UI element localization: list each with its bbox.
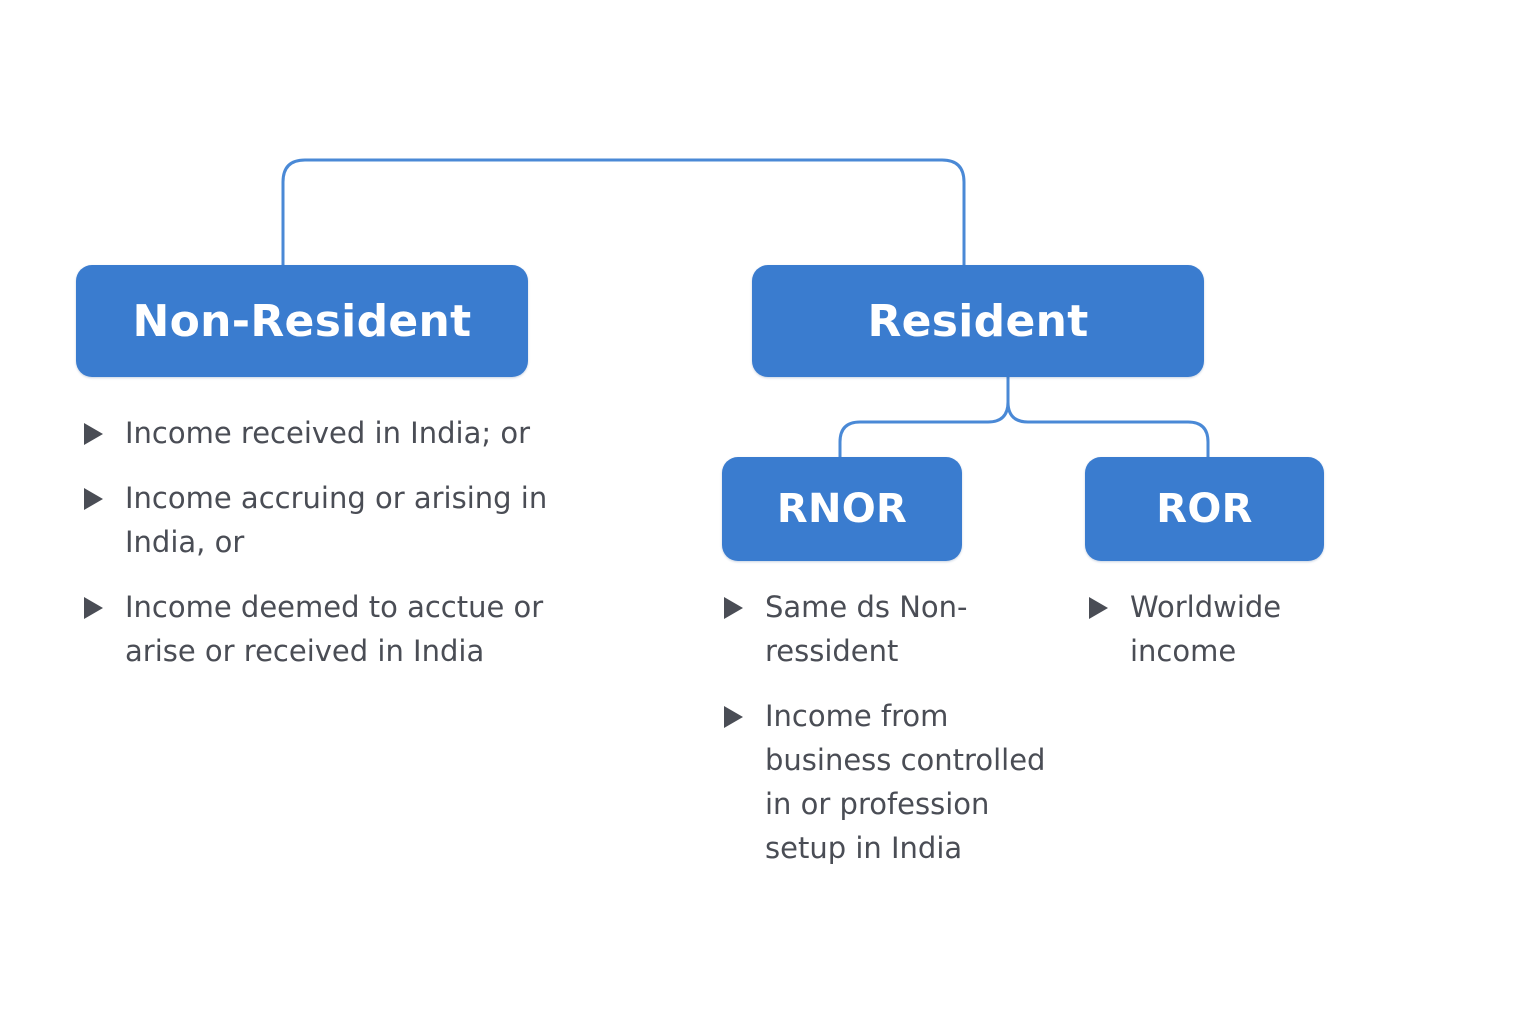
list-item-text: Income received in India; or (125, 416, 531, 450)
connector-resident-to-subnodes (838, 377, 1210, 458)
list-item-text: Worldwide income (1130, 590, 1282, 668)
triangle-bullet-icon (84, 597, 103, 619)
resident-label: Resident (867, 295, 1089, 347)
non-resident-node: Non-Resident (76, 265, 528, 377)
list-item: Income received in India; or (84, 411, 554, 455)
list-item: Income deemed to acctue or arise or rece… (84, 585, 554, 673)
connector-root-to-top-nodes (281, 158, 966, 266)
ror-label: ROR (1156, 486, 1253, 532)
rnor-income-list: Same ds Non-ressident Income from busine… (724, 585, 1064, 891)
triangle-bullet-icon (724, 597, 743, 619)
triangle-bullet-icon (84, 423, 103, 445)
list-item: Income accruing or arising in India, or (84, 476, 554, 564)
list-item: Income from business controlled in or pr… (724, 694, 1064, 870)
list-item-text: Income deemed to acctue or arise or rece… (125, 590, 544, 668)
non-resident-income-list: Income received in India; or Income accr… (84, 411, 554, 694)
ror-income-list: Worldwide income (1089, 585, 1329, 694)
list-item-text: Income accruing or arising in India, or (125, 481, 548, 559)
rnor-label: RNOR (776, 486, 908, 532)
triangle-bullet-icon (84, 488, 103, 510)
list-item: Worldwide income (1089, 585, 1329, 673)
non-resident-label: Non-Resident (132, 295, 472, 347)
triangle-bullet-icon (1089, 597, 1108, 619)
list-item: Same ds Non-ressident (724, 585, 1064, 673)
ror-node: ROR (1085, 457, 1324, 561)
triangle-bullet-icon (724, 706, 743, 728)
list-item-text: Same ds Non-ressident (765, 590, 968, 668)
resident-node: Resident (752, 265, 1204, 377)
rnor-node: RNOR (722, 457, 962, 561)
list-item-text: Income from business controlled in or pr… (765, 699, 1046, 865)
